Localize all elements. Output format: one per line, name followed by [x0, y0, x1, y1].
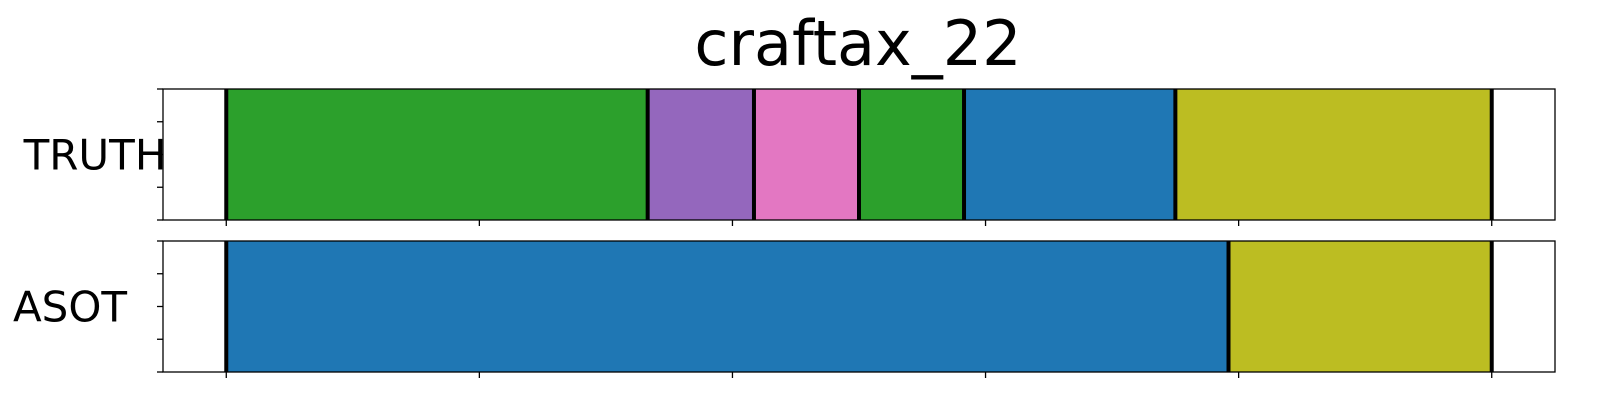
segment-truth-1 [647, 89, 754, 220]
segment-truth-3 [859, 89, 965, 220]
segment-asot-1 [1228, 241, 1492, 372]
segment-asot-0 [226, 241, 1229, 372]
panels: TRUTH ASOT [13, 88, 1556, 378]
segment-truth-4 [964, 89, 1176, 220]
chart-title: craftax_22 [694, 7, 1021, 80]
segment-truth-0 [226, 89, 648, 220]
row-label-asot: ASOT [13, 283, 127, 332]
row-label-truth: TRUTH [23, 131, 167, 180]
segment-truth-5 [1175, 89, 1492, 220]
segment-truth-2 [753, 89, 859, 220]
